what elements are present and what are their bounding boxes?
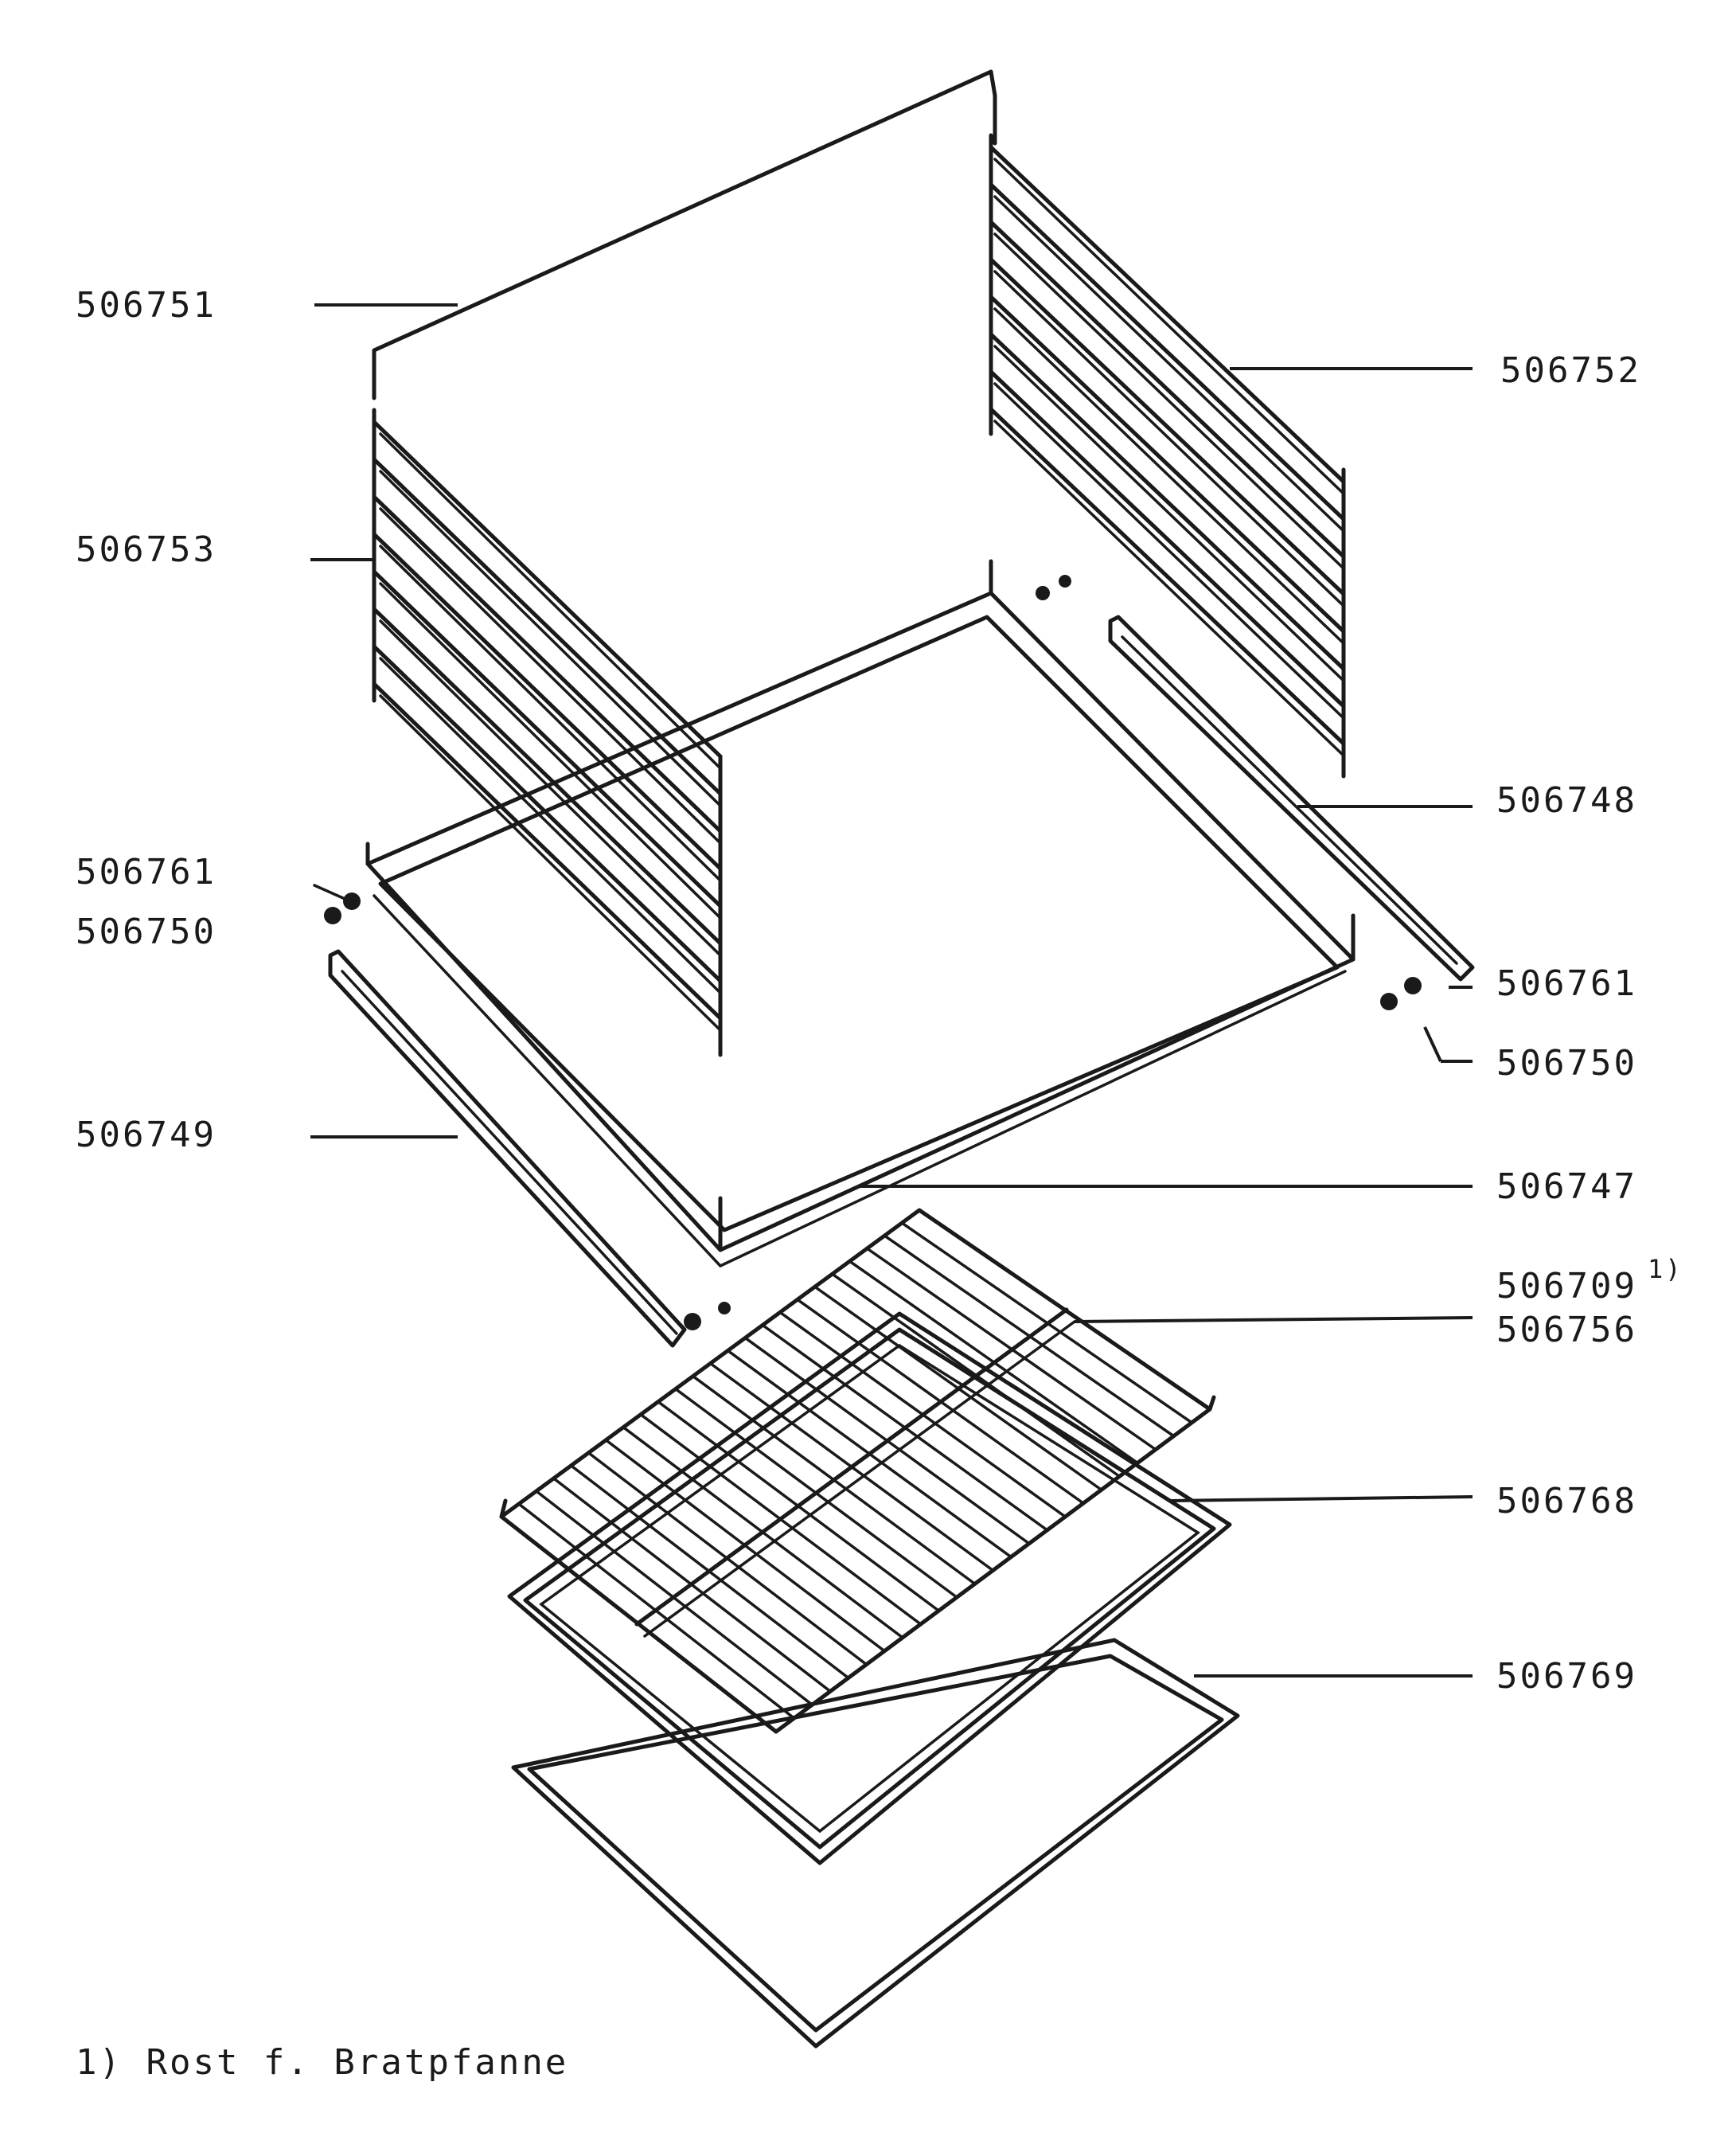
label-506756: 506756	[1496, 1310, 1637, 1350]
left-telescopic-rail	[328, 949, 687, 1348]
right-rack-rail	[993, 420, 1345, 757]
right-rack-rail	[989, 182, 1346, 521]
label-506761-left: 506761	[76, 852, 216, 892]
label-506709: 506709	[1496, 1266, 1637, 1306]
baking-tray	[507, 1311, 1232, 1865]
label-506709-note: 1)	[1648, 1254, 1683, 1284]
right-rack-rail	[993, 195, 1345, 533]
label-506751: 506751	[76, 285, 216, 326]
right-rack-rail	[989, 295, 1346, 634]
screws	[313, 575, 1422, 1330]
right-rack-rail	[993, 307, 1345, 645]
left-rack-rail	[379, 619, 722, 957]
right-rack-rail	[989, 369, 1346, 709]
right-rack-rail	[989, 220, 1346, 559]
right-rack-rail	[993, 270, 1345, 607]
left-rack-rail	[372, 569, 723, 908]
left-rack-rail	[379, 507, 722, 845]
left-side-rack	[372, 408, 723, 1057]
label-506749: 506749	[76, 1115, 216, 1155]
right-rack-rail	[993, 232, 1345, 570]
left-rack-rail	[379, 470, 722, 807]
grid-cross-bar	[643, 1320, 1076, 1638]
left-rack-rail	[372, 494, 723, 834]
label-506761-right: 506761	[1496, 963, 1637, 1004]
grid-cross-bar	[634, 1307, 1069, 1627]
left-rack-rail	[372, 682, 723, 1021]
right-rack-rail	[989, 332, 1346, 671]
left-rack-rail	[372, 532, 723, 871]
main-frame	[365, 559, 1356, 1267]
left-rack-rail	[372, 607, 723, 946]
label-506768: 506768	[1496, 1481, 1637, 1521]
right-telescopic-rail	[1108, 615, 1475, 982]
label-506750-left: 506750	[76, 912, 216, 952]
right-rack-rail	[993, 158, 1345, 495]
left-rack-rail	[372, 644, 723, 983]
left-rack-rail	[379, 545, 722, 882]
left-rack-rail	[379, 657, 722, 994]
left-rack-rail	[372, 457, 723, 796]
right-rack-rail	[989, 145, 1346, 484]
left-rack-rail	[379, 432, 722, 770]
right-rack-rail	[989, 257, 1346, 596]
flat-sheet	[511, 1638, 1240, 2049]
right-rack-rail	[989, 407, 1346, 746]
label-506750-right: 506750	[1496, 1043, 1637, 1084]
leader-lines	[310, 303, 1473, 1678]
label-506753: 506753	[76, 529, 216, 570]
right-rack-rail	[993, 345, 1345, 682]
footnote: 1) Rost f. Bratpfanne	[76, 2042, 568, 2083]
left-rack-rail	[379, 582, 722, 920]
label-506747: 506747	[1496, 1166, 1637, 1207]
label-506752: 506752	[1500, 350, 1641, 391]
oven-grid-rack	[499, 1208, 1216, 1734]
left-rack-rail	[379, 694, 722, 1032]
left-rack-rail	[372, 420, 723, 759]
label-506769: 506769	[1496, 1656, 1637, 1697]
label-506748: 506748	[1496, 780, 1637, 821]
top-wire-frame	[372, 69, 997, 400]
right-side-rack	[989, 133, 1346, 779]
right-rack-rail	[993, 382, 1345, 720]
